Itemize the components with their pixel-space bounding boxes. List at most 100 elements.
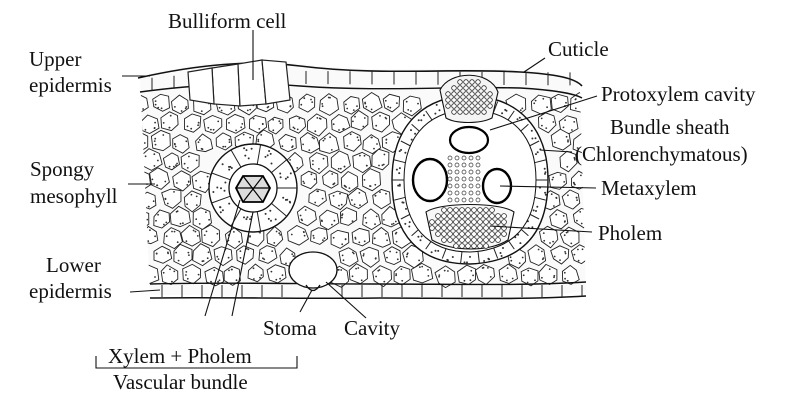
chloroplast [228, 122, 230, 124]
chloroplast [542, 98, 544, 100]
parenchyma-cell [476, 170, 480, 174]
chloroplast [577, 249, 579, 251]
chloroplast [167, 253, 169, 255]
protoxylem-cell [458, 98, 463, 103]
chloroplast [566, 232, 568, 234]
chloroplast [271, 250, 273, 252]
chloroplast [133, 258, 135, 260]
chloroplast [271, 271, 273, 273]
phloem-cell [472, 232, 477, 237]
chloroplast [389, 251, 391, 253]
parenchyma-cell [455, 163, 459, 167]
chloroplast [289, 159, 291, 161]
chloroplast [359, 192, 361, 194]
chloroplast [279, 173, 281, 175]
chloroplast [322, 239, 324, 241]
chloroplast [541, 118, 543, 120]
chloroplast [290, 172, 292, 174]
chloroplast [153, 200, 155, 202]
chloroplast [483, 267, 485, 269]
chloroplast [217, 233, 219, 235]
chloroplast [313, 235, 315, 237]
parenchyma-cell [448, 170, 452, 174]
chloroplast [554, 256, 556, 258]
chloroplast [180, 223, 182, 225]
chloroplast [276, 231, 278, 233]
chloroplast [206, 231, 208, 233]
chloroplast [282, 197, 284, 199]
chloroplast [278, 120, 280, 122]
chloroplast [364, 155, 366, 157]
chloroplast [174, 106, 176, 108]
chloroplast [346, 145, 348, 147]
chloroplast [404, 117, 406, 119]
chloroplast [269, 210, 271, 212]
chloroplast [507, 267, 509, 269]
chloroplast [235, 130, 237, 132]
chloroplast [376, 143, 378, 145]
chloroplast [438, 276, 440, 278]
chloroplast [311, 173, 313, 175]
chloroplast [393, 223, 395, 225]
chloroplast [391, 223, 393, 225]
chloroplast [230, 108, 232, 110]
label-lower-epidermis-line2: epidermis [29, 279, 112, 303]
chloroplast [329, 97, 331, 99]
chloroplast [488, 258, 490, 260]
chloroplast [487, 267, 489, 269]
chloroplast [357, 267, 359, 269]
parenchyma-cell [455, 177, 459, 181]
label-spongy-mesophyll-line2: mesophyll [30, 184, 118, 208]
parenchyma-cell [476, 156, 480, 160]
chloroplast [154, 276, 156, 278]
chloroplast [553, 275, 555, 277]
chloroplast [261, 274, 263, 276]
chloroplast [376, 216, 378, 218]
chloroplast [175, 252, 177, 254]
chloroplast [278, 232, 280, 234]
protoxylem-cell [476, 98, 481, 103]
chloroplast [447, 259, 449, 261]
chloroplast [322, 105, 324, 107]
chloroplast [567, 194, 569, 196]
chloroplast [408, 226, 410, 228]
chloroplast [342, 128, 344, 130]
chloroplast [331, 224, 333, 226]
chloroplast [377, 270, 379, 272]
chloroplast [134, 101, 136, 103]
chloroplast [267, 107, 269, 109]
chloroplast [300, 104, 302, 106]
chloroplast [324, 237, 326, 239]
phloem-cell [454, 226, 459, 231]
protoxylem-cell [452, 110, 457, 115]
chloroplast [173, 166, 175, 168]
chloroplast [385, 193, 387, 195]
chloroplast [466, 261, 468, 263]
parenchyma-cell [448, 163, 452, 167]
chloroplast [431, 251, 433, 253]
chloroplast [251, 148, 253, 150]
chloroplast [184, 163, 186, 165]
chloroplast [549, 242, 551, 244]
chloroplast [268, 150, 270, 152]
chloroplast [541, 277, 543, 279]
chloroplast [387, 106, 389, 108]
phloem-cell [430, 220, 435, 225]
chloroplast [142, 108, 144, 110]
chloroplast [401, 201, 403, 203]
chloroplast [563, 127, 565, 129]
chloroplast [510, 260, 512, 262]
phloem-cell [502, 220, 507, 225]
phloem-cell [472, 220, 477, 225]
chloroplast [522, 257, 524, 259]
chloroplast [161, 107, 163, 109]
chloroplast [407, 252, 409, 254]
chloroplast [587, 217, 589, 219]
chloroplast [174, 144, 176, 146]
chloroplast [563, 215, 565, 217]
parenchyma-cell [462, 184, 466, 188]
chloroplast [521, 108, 523, 110]
label-upper-epidermis-line1: Upper [29, 47, 81, 71]
phloem-cell [448, 238, 453, 243]
protoxylem-cell [488, 98, 493, 103]
